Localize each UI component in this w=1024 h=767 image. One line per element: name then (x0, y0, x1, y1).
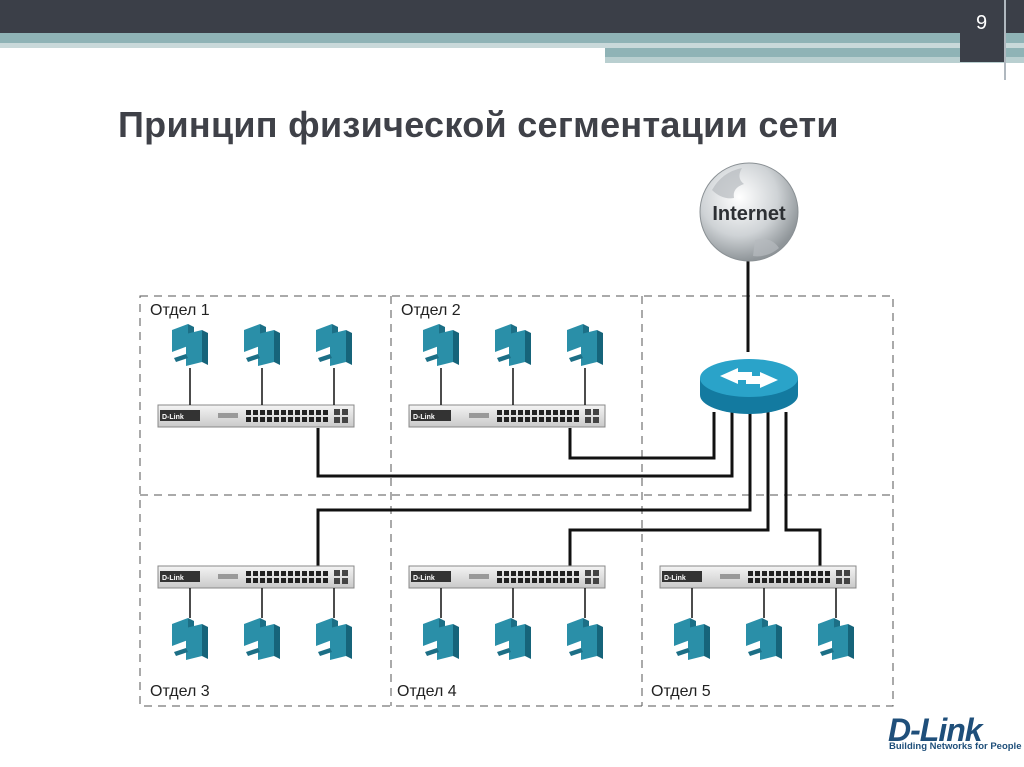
dept-label-4: Отдел 4 (397, 683, 457, 700)
switch-2: D-Link (408, 404, 606, 428)
internet-globe-icon: Internet (699, 162, 799, 262)
svg-text:D-Link: D-Link (413, 575, 435, 582)
computer-icon (244, 618, 280, 660)
computer-icon (172, 324, 208, 366)
dept-label-1: Отдел 1 (150, 302, 210, 319)
slide-title: Принцип физической сегментации сети (118, 104, 839, 145)
computer-icon (172, 618, 208, 660)
switch-5: D-Link (659, 565, 857, 589)
computer-icon (746, 618, 782, 660)
computer-icon (423, 618, 459, 660)
network-cables (316, 258, 822, 568)
dlink-tagline: Building Networks for People (889, 741, 1022, 752)
svg-text:D-Link: D-Link (162, 414, 184, 421)
dept-label-2: Отдел 2 (401, 302, 461, 319)
internet-label: Internet (712, 203, 786, 225)
segment-grid (139, 295, 894, 707)
computer-icon (423, 324, 459, 366)
computer-icon (316, 324, 352, 366)
computer-icon (674, 618, 710, 660)
switch-1: D-Link (157, 404, 355, 428)
computers (172, 324, 854, 660)
switch-3: D-Link (157, 565, 355, 589)
computer-icon (495, 324, 531, 366)
header-bar (0, 0, 1024, 80)
page-number: 9 (976, 12, 988, 34)
dept-label-5: Отдел 5 (651, 683, 711, 700)
computer-icon (818, 618, 854, 660)
computer-icon (495, 618, 531, 660)
svg-text:D-Link: D-Link (162, 575, 184, 582)
computer-icon (567, 324, 603, 366)
computer-icon (316, 618, 352, 660)
svg-text:D-Link: D-Link (413, 414, 435, 421)
switch-4: D-Link (408, 565, 606, 589)
router-icon (700, 359, 798, 414)
computer-icon (567, 618, 603, 660)
computer-icon (244, 324, 280, 366)
dlink-logo: D-Link (888, 712, 983, 748)
dept-label-3: Отдел 3 (150, 683, 210, 700)
svg-text:D-Link: D-Link (664, 575, 686, 582)
